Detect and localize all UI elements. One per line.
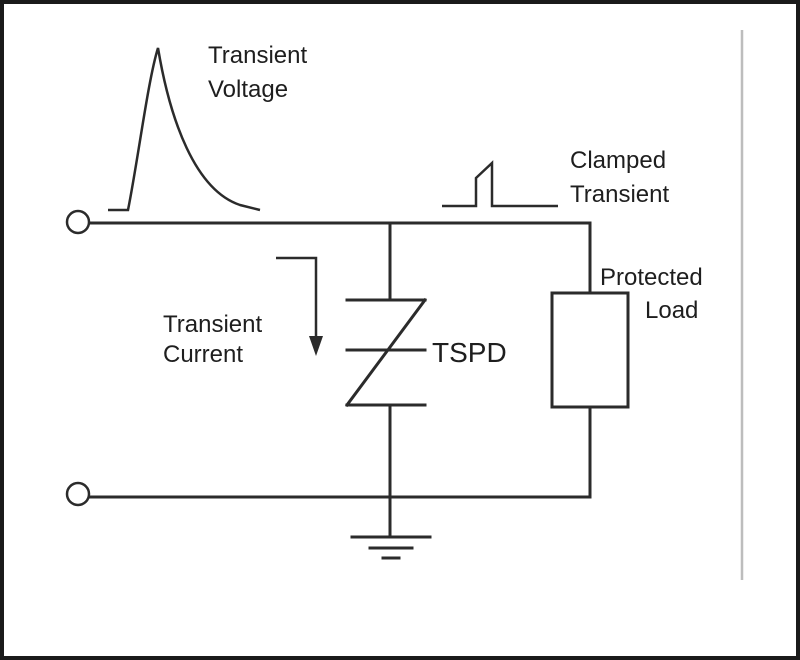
protected-load-label-line1: Protected [600, 264, 703, 291]
top-terminal [65, 209, 91, 235]
protected-load-box [550, 291, 630, 409]
transient-voltage-label-line1: Transient [208, 42, 307, 69]
transient-current-label-line2: Current [163, 341, 243, 368]
tspd-symbol [344, 297, 428, 408]
transient-voltage-waveform [108, 47, 261, 212]
arrow-down-icon [276, 256, 323, 356]
clamped-transient-label-line1: Clamped [570, 147, 666, 174]
protected-load-label-line2: Load [645, 297, 698, 324]
clamped-transient-waveform [442, 160, 558, 208]
tspd-label: TSPD [432, 337, 507, 368]
clamped-transient-label-line2: Transient [570, 181, 669, 208]
ground-icon [350, 535, 432, 560]
transient-current-label-line1: Transient [163, 311, 262, 338]
bottom-terminal [65, 481, 91, 507]
transient-voltage-label-line2: Voltage [208, 76, 288, 103]
